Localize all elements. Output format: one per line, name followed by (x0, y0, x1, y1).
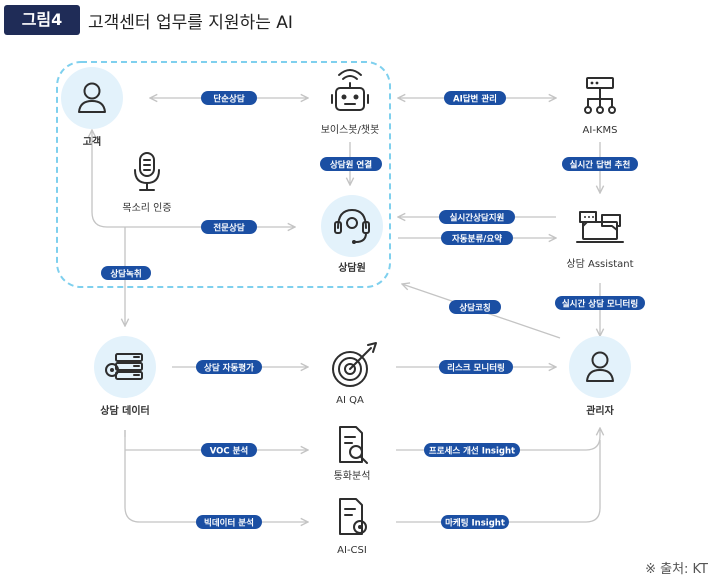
svg-text:전문상담: 전문상담 (213, 223, 244, 234)
server-network-icon (584, 77, 616, 114)
headset-icon (334, 209, 370, 244)
agent-label: 상담원 (338, 261, 366, 274)
source-note: ※ 출처: KT (645, 562, 708, 577)
svg-text:실시간 상담 모니터링: 실시간 상담 모니터링 (562, 299, 638, 310)
svg-text:AI답변 관리: AI답변 관리 (453, 94, 497, 105)
customer-label: 고객 (83, 135, 101, 148)
pill-agent-connect: 상담원 연결 (320, 157, 382, 171)
svg-text:프로세스 개선 Insight: 프로세스 개선 Insight (429, 446, 515, 457)
edge-data-aicsi (124, 430, 308, 522)
voice-auth-label: 목소리 인증 (122, 202, 171, 214)
svg-text:실시간 답변 추천: 실시간 답변 추천 (570, 160, 631, 171)
svg-text:상담원 연결: 상담원 연결 (330, 160, 372, 171)
ai-region-boundary (56, 61, 391, 288)
pill-realtime-support: 실시간상담지원 (439, 210, 515, 224)
person-icon (586, 351, 614, 382)
person-icon (78, 82, 106, 113)
svg-text:마케팅 Insight: 마케팅 Insight (445, 518, 505, 529)
svg-text:상담녹취: 상담녹취 (110, 269, 141, 280)
assistant-label: 상담 Assistant (566, 258, 633, 270)
manager-label: 관리자 (586, 404, 614, 417)
svg-text:자동분류/요약: 자동분류/요약 (452, 234, 502, 245)
node-customer: 고객 (61, 67, 123, 148)
svg-text:VOC 분석: VOC 분석 (210, 446, 249, 457)
pill-bigdata: 빅데이터 분석 (196, 515, 262, 529)
pill-auto-eval: 상담 자동평가 (196, 360, 262, 374)
node-agent: 상담원 (321, 195, 383, 274)
svg-text:빅데이터 분석: 빅데이터 분석 (204, 518, 254, 529)
edge-customer-agent (92, 130, 295, 227)
pill-realtime-monitor: 실시간 상담 모니터링 (555, 296, 645, 310)
pill-voc: VOC 분석 (201, 443, 257, 457)
aikms-label: AI-KMS (583, 125, 618, 136)
aicsi-label: AI-CSI (337, 545, 367, 556)
pill-auto-classify: 자동분류/요약 (441, 231, 513, 245)
svg-text:단순상담: 단순상담 (213, 94, 244, 105)
document-search-icon (339, 426, 368, 464)
pill-risk-monitor: 리스크 모니터링 (439, 360, 513, 374)
laptop-chat-icon (576, 211, 624, 243)
database-gear-icon (105, 353, 143, 380)
edge-csi-manager (396, 440, 601, 523)
target-icon (332, 342, 377, 387)
node-voicebot: 보이스봇/챗봇 (321, 69, 380, 136)
figure-title: 고객센터 업무를 지원하는 AI (88, 13, 293, 33)
aiqa-label: AI QA (336, 395, 364, 406)
edge-call-manager (396, 428, 600, 451)
pill-recording: 상담녹취 (101, 266, 151, 280)
node-assistant: 상담 Assistant (566, 211, 634, 270)
data-label: 상담 데이터 (100, 404, 149, 417)
pill-process-insight: 프로세스 개선 Insight (424, 443, 520, 457)
pill-ai-answer: AI답변 관리 (444, 91, 506, 105)
node-data: 상담 데이터 (94, 336, 156, 417)
node-voice-auth: 목소리 인증 (122, 152, 172, 214)
svg-text:상담 자동평가: 상담 자동평가 (204, 363, 254, 374)
node-aikms: AI-KMS (583, 77, 618, 136)
call-analysis-label: 통화분석 (334, 470, 371, 482)
svg-text:상담코칭: 상담코칭 (459, 303, 490, 314)
node-aiqa: AI QA (332, 342, 377, 406)
pill-simple: 단순상담 (201, 91, 257, 105)
pill-expert: 전문상담 (201, 220, 257, 234)
microphone-icon (134, 152, 160, 191)
svg-text:실시간상담지원: 실시간상담지원 (450, 213, 505, 224)
pill-coaching: 상담코칭 (449, 300, 501, 314)
pill-realtime-answer: 실시간 답변 추천 (562, 157, 638, 171)
svg-text:리스크 모니터링: 리스크 모니터링 (447, 363, 505, 374)
node-aicsi: AI-CSI (337, 498, 367, 556)
pill-marketing-insight: 마케팅 Insight (441, 515, 509, 529)
node-manager: 관리자 (569, 336, 631, 417)
document-gear-icon (339, 498, 367, 535)
figure-badge: 그림4 (4, 5, 80, 35)
voicebot-label: 보이스봇/챗봇 (321, 124, 380, 136)
node-call-analysis: 통화분석 (334, 426, 371, 482)
robot-icon (331, 69, 369, 111)
